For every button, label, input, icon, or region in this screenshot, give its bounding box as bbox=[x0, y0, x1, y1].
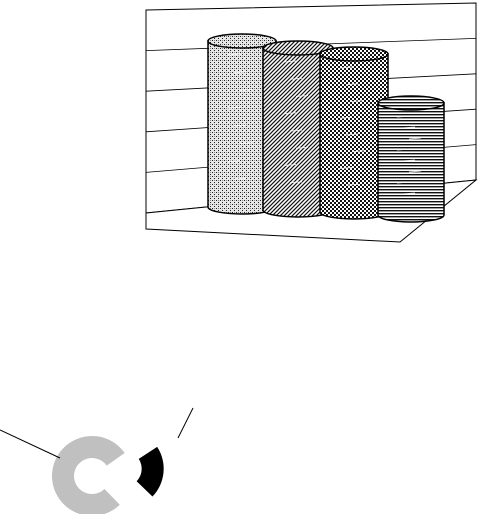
bar-cylinder-top bbox=[207, 33, 277, 49]
bar-highlight bbox=[345, 183, 359, 186]
bar-highlight bbox=[289, 77, 303, 80]
bar-highlight bbox=[408, 137, 422, 140]
leader-line bbox=[177, 407, 194, 439]
bar-cylinder-top bbox=[319, 46, 389, 62]
bar-highlight bbox=[396, 181, 410, 184]
bar-highlight bbox=[233, 71, 247, 74]
bar-highlight bbox=[227, 106, 241, 109]
bar-highlight bbox=[283, 112, 297, 115]
bar-highlight bbox=[351, 150, 365, 153]
bar-highlight bbox=[396, 115, 410, 118]
bar-highlight bbox=[339, 116, 353, 119]
bar-highlight bbox=[283, 164, 297, 166]
bar-highlight bbox=[283, 60, 297, 63]
bar-cylinder bbox=[319, 46, 389, 220]
bar-highlight bbox=[339, 66, 353, 69]
bar-highlight bbox=[402, 159, 416, 162]
bar-highlight bbox=[227, 53, 241, 56]
bar-highlight bbox=[239, 142, 253, 145]
bar-highlight bbox=[396, 148, 410, 151]
leader-line bbox=[0, 429, 61, 459]
bar-cylinder-body bbox=[377, 102, 445, 223]
bar-cylinder-top bbox=[377, 95, 445, 111]
cylinder-series bbox=[207, 33, 445, 223]
bar-highlight bbox=[289, 129, 303, 132]
bar-highlight bbox=[408, 170, 422, 173]
bar-highlight bbox=[295, 95, 309, 97]
bar-cylinder bbox=[377, 95, 445, 223]
bar-highlight bbox=[239, 89, 253, 91]
bar-highlight bbox=[339, 167, 353, 169]
bar-highlight bbox=[233, 124, 247, 127]
doughnut-chart bbox=[0, 407, 194, 514]
bar-highlight bbox=[289, 181, 303, 184]
bar-highlight bbox=[227, 160, 241, 162]
bar-highlight bbox=[345, 133, 359, 136]
bar-highlight bbox=[345, 83, 359, 86]
cylinder-bar-chart bbox=[145, 2, 478, 243]
bar-highlight bbox=[402, 126, 416, 129]
bar-highlight bbox=[351, 100, 365, 102]
bar-highlight bbox=[233, 177, 247, 180]
bar-highlight bbox=[402, 192, 416, 195]
doughnut-segment bbox=[52, 436, 125, 514]
bar-highlight bbox=[295, 146, 309, 149]
doughnut-segment bbox=[136, 446, 164, 497]
